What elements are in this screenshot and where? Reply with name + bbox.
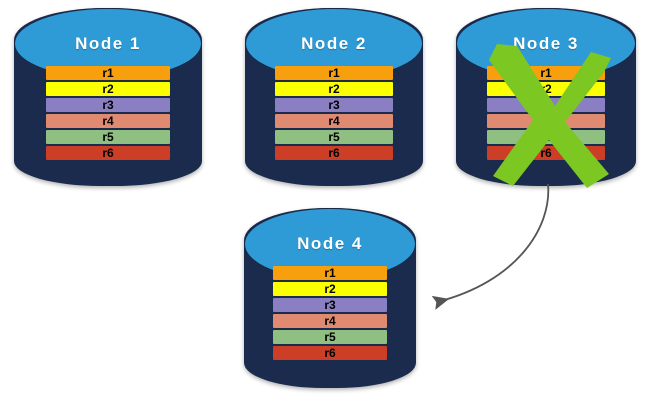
node-3-row-r4[interactable]: r4 (486, 114, 606, 128)
node-3-row-r3[interactable]: r3 (486, 98, 606, 112)
node-3-row-r1[interactable]: r1 (486, 66, 606, 80)
node-3[interactable]: Node 3 r1 r2 r3 r4 r5 r6 (456, 8, 636, 186)
node-2-rows: r1 r2 r3 r4 r5 r6 (275, 66, 393, 160)
node-4-row-r6[interactable]: r6 (273, 346, 387, 360)
node-1-rows: r1 r2 r3 r4 r5 r6 (45, 66, 171, 160)
node-4-rows: r1 r2 r3 r4 r5 r6 (273, 266, 387, 360)
node-4-row-r2[interactable]: r2 (273, 282, 387, 296)
node-1-row-r3[interactable]: r3 (45, 98, 171, 112)
node-2[interactable]: Node 2 r1 r2 r3 r4 r5 r6 (245, 8, 423, 186)
node-3-row-r5[interactable]: r5 (486, 130, 606, 144)
node-4-row-r4[interactable]: r4 (273, 314, 387, 328)
node-4-row-r3[interactable]: r3 (273, 298, 387, 312)
node-1-row-r6[interactable]: r6 (45, 146, 171, 160)
node-4[interactable]: Node 4 r1 r2 r3 r4 r5 r6 (244, 208, 416, 388)
node-4-row-r1[interactable]: r1 (273, 266, 387, 280)
node-1-row-r1[interactable]: r1 (45, 66, 171, 80)
node-2-row-r1[interactable]: r1 (275, 66, 393, 80)
node-1[interactable]: Node 1 r1 r2 r3 r4 r5 r6 (14, 8, 202, 186)
node-2-row-r3[interactable]: r3 (275, 98, 393, 112)
node-1-row-r5[interactable]: r5 (45, 130, 171, 144)
node-1-row-r4[interactable]: r4 (45, 114, 171, 128)
node-3-row-r2[interactable]: r2 (486, 82, 606, 96)
node-2-row-r6[interactable]: r6 (275, 146, 393, 160)
node-4-row-r5[interactable]: r5 (273, 330, 387, 344)
node-3-rows: r1 r2 r3 r4 r5 r6 (486, 66, 606, 160)
node-1-row-r2[interactable]: r2 (45, 82, 171, 96)
node-2-row-r4[interactable]: r4 (275, 114, 393, 128)
node-3-row-r6[interactable]: r6 (486, 146, 606, 160)
failover-arrow-path (431, 183, 550, 310)
node-2-row-r2[interactable]: r2 (275, 82, 393, 96)
node-2-row-r5[interactable]: r5 (275, 130, 393, 144)
